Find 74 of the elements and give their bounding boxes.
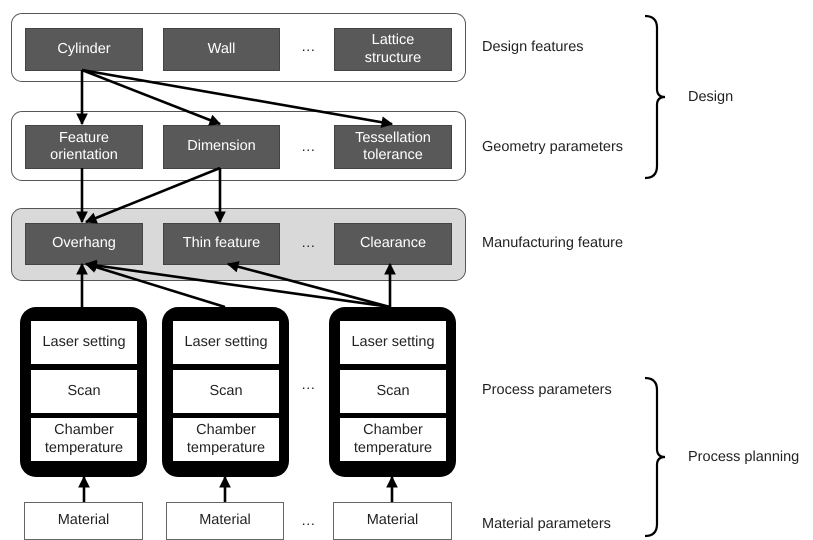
node-text: Overhang xyxy=(51,235,117,253)
row-label: Manufacturing feature xyxy=(482,235,624,251)
ellipsis: … xyxy=(301,39,316,55)
group-label: Process planning xyxy=(688,449,800,465)
parameter-cell xyxy=(173,418,279,461)
arrow xyxy=(76,262,88,307)
row-label: Process parameters xyxy=(482,382,612,398)
arrow xyxy=(84,260,390,308)
arrow xyxy=(384,262,396,307)
node-text: Tessellation tolerance xyxy=(354,130,432,164)
row-label: Material parameters xyxy=(482,516,611,532)
feature-box xyxy=(163,28,280,71)
parameter-cell xyxy=(340,418,446,461)
feature-box xyxy=(334,223,452,265)
node-text: Laser setting xyxy=(350,334,436,352)
process-stack xyxy=(329,307,456,477)
process-stack xyxy=(20,307,147,477)
row-label: Design features xyxy=(482,39,584,55)
ellipsis: … xyxy=(301,377,316,393)
node-text: Chamber temperature xyxy=(352,422,434,457)
parameter-cell xyxy=(340,370,446,413)
arrow xyxy=(76,168,88,224)
arrow xyxy=(78,476,90,502)
node-text: Laser setting xyxy=(41,334,127,352)
node-text: Wall xyxy=(206,40,236,58)
parameter-cell xyxy=(173,321,279,364)
node-text: Material xyxy=(198,512,252,530)
node-text: Material xyxy=(366,512,420,530)
parameter-box xyxy=(334,125,452,169)
arrow xyxy=(226,261,390,308)
arrow xyxy=(214,168,226,224)
parameter-cell xyxy=(31,370,137,413)
node-text: Cylinder xyxy=(56,40,112,58)
process-stack xyxy=(162,307,289,477)
arrow xyxy=(386,476,398,502)
arrow xyxy=(82,68,222,126)
node-text: Laser setting xyxy=(183,334,269,352)
arrow xyxy=(84,166,220,224)
row-label: Geometry parameters xyxy=(482,139,624,155)
node-text: Scan xyxy=(208,382,244,400)
feature-box xyxy=(334,28,452,71)
material-box xyxy=(166,502,284,540)
feature-box xyxy=(163,223,280,265)
node-text: Thin feature xyxy=(182,235,262,253)
node-text: Clearance xyxy=(358,235,428,253)
parameter-cell xyxy=(31,321,137,364)
node-text: Scan xyxy=(375,382,411,400)
arrow xyxy=(219,476,231,502)
feature-box xyxy=(25,28,143,71)
parameter-cell xyxy=(173,370,279,413)
arrow xyxy=(82,68,394,128)
ellipsis: … xyxy=(301,139,316,155)
ellipsis: … xyxy=(301,235,316,251)
group-panel xyxy=(11,111,466,181)
group-panel xyxy=(11,13,466,82)
parameter-cell xyxy=(31,418,137,461)
arrow xyxy=(76,70,88,126)
node-text: Chamber temperature xyxy=(186,422,266,457)
parameter-cell xyxy=(340,321,446,364)
node-text: Scan xyxy=(66,382,102,400)
node-text: Feature orientation xyxy=(49,130,119,164)
parameter-box xyxy=(163,125,280,169)
feature-box xyxy=(25,223,143,265)
material-box xyxy=(333,502,452,540)
parameter-box xyxy=(25,125,143,169)
ellipsis: … xyxy=(301,513,316,529)
material-box xyxy=(24,502,143,540)
node-text: Dimension xyxy=(186,138,257,156)
group-panel xyxy=(11,208,466,281)
node-text: Lattice structure xyxy=(364,32,422,67)
node-text: Material xyxy=(56,512,110,530)
group-label: Design xyxy=(688,89,734,105)
arrow xyxy=(84,262,226,308)
node-text: Chamber temperature xyxy=(44,422,124,457)
